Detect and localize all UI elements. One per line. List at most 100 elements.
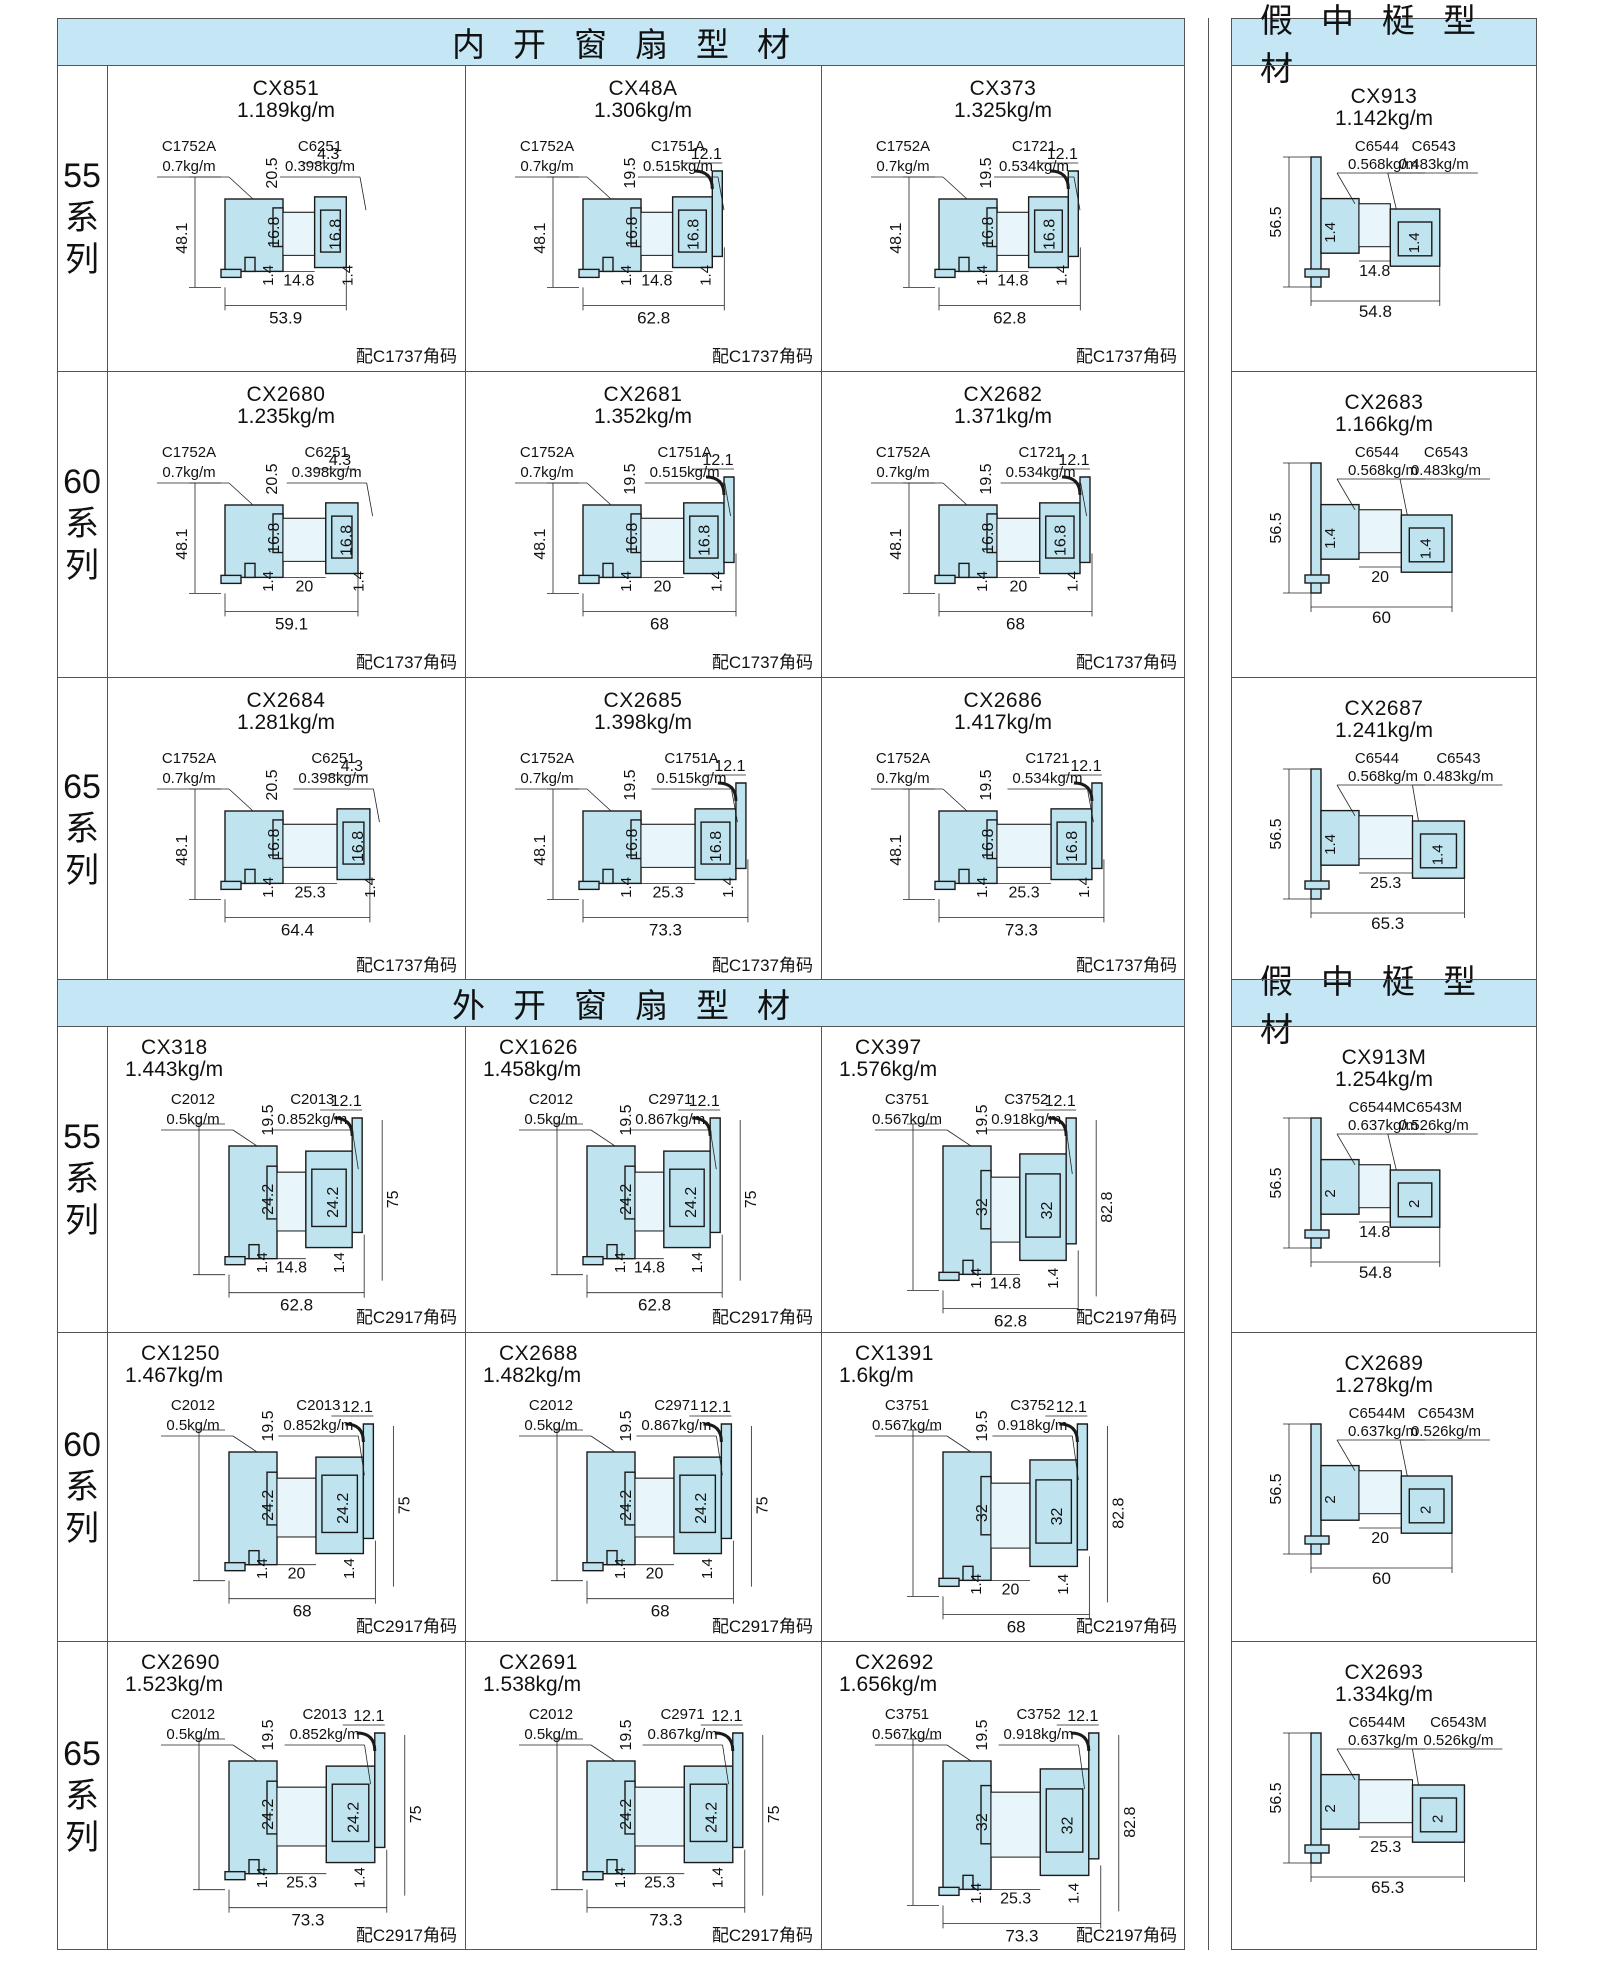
- insulation-cavity: [282, 211, 316, 256]
- right-inner-chamber: [319, 209, 341, 253]
- insulation-cavity: [1358, 1779, 1414, 1824]
- series-char: 系: [65, 505, 99, 543]
- dimension-label: 1.4: [1418, 538, 1435, 559]
- profile-code: CX2689: [1344, 1352, 1424, 1375]
- left-foot: [934, 880, 956, 891]
- profile-code: CX2692: [855, 1651, 934, 1674]
- dimension-label: 12.1: [691, 146, 722, 163]
- part-code: C1752A: [520, 750, 574, 767]
- grid-hline: [57, 1332, 1185, 1333]
- profile-code: CX2686: [963, 689, 1043, 712]
- part-code: C1751A: [651, 138, 705, 155]
- series-number: 65: [63, 1734, 101, 1773]
- left-foot: [1304, 880, 1330, 890]
- dimension-label: 73.3: [291, 1911, 324, 1930]
- inward-mullion-table: [1231, 65, 1537, 980]
- part-weight: 0.7kg/m: [876, 158, 929, 175]
- series-char: 系: [65, 1467, 99, 1506]
- part-weight: 0.568kg/m: [1348, 462, 1418, 479]
- profile-code: CX2690: [141, 1651, 220, 1674]
- dimension-label: 14.8: [634, 1260, 665, 1277]
- dimension-line: [942, 788, 968, 812]
- part-code: C2012: [171, 1091, 215, 1108]
- dimension-line: [731, 788, 738, 823]
- dimension-line: [228, 176, 254, 200]
- insulation-cavity: [640, 517, 685, 562]
- false-mullion-header-bottom: 假中梃型材: [1231, 963, 1537, 1048]
- dimension-label: 73.3: [649, 1911, 682, 1930]
- series-char: 列: [65, 851, 99, 890]
- dimension-label: 54.8: [1359, 1263, 1392, 1282]
- dimension-label: 62.8: [637, 308, 670, 327]
- dimension-label: 16.8: [980, 217, 997, 248]
- dimension-label: 16.8: [266, 523, 283, 554]
- dimension-label: 12.1: [1070, 758, 1101, 775]
- dimension-label: 19.5: [974, 1719, 991, 1750]
- part-code: C1752A: [162, 750, 216, 767]
- dimension-line: [364, 1744, 371, 1785]
- dimension-line: [946, 1435, 972, 1453]
- dimension-label: 1.4: [331, 1252, 348, 1273]
- profile-weight: 1.235kg/m: [236, 405, 336, 428]
- part-weight: 0.483kg/m: [1423, 768, 1493, 785]
- part-weight: 0.526kg/m: [1399, 1117, 1469, 1134]
- left-foot: [1304, 1535, 1330, 1545]
- part-code: C6251: [305, 444, 349, 461]
- dimension-label: 16.8: [624, 829, 641, 860]
- dimension-label: 32: [974, 1813, 991, 1831]
- left-lip: [244, 562, 256, 579]
- series-number: 55: [63, 157, 101, 195]
- right-inner-chamber: [1045, 515, 1075, 559]
- profile-weight: 1.656kg/m: [839, 1673, 938, 1696]
- right-inner-chamber: [331, 515, 353, 559]
- right-inner-chamber: [1408, 527, 1445, 563]
- insulation-cavity: [282, 823, 338, 868]
- dimension-label: 12.1: [331, 1093, 362, 1110]
- part-code: C1752A: [876, 138, 930, 155]
- profile-weight: 1.482kg/m: [483, 1364, 582, 1387]
- dimension-label: 62.8: [638, 1296, 671, 1315]
- profile-code: CX48A: [608, 77, 678, 100]
- dimension-label: 19.5: [974, 1410, 991, 1441]
- dimension-label: 2: [1418, 1506, 1435, 1514]
- dimension-label: 16.8: [339, 525, 356, 556]
- profile-code: CX913M: [1341, 1046, 1427, 1069]
- grid-hline: [57, 677, 1185, 678]
- part-weight: 0.398kg/m: [298, 770, 368, 787]
- dimension-label: 1.4: [698, 265, 715, 286]
- part-weight: 0.526kg/m: [1423, 1732, 1493, 1749]
- inward-header: 内开窗扇型材: [57, 18, 1185, 66]
- bead-hook: [1048, 1116, 1068, 1137]
- insulation-cavity: [990, 1791, 1041, 1858]
- corner-connector-note: 配C2197角码: [1075, 1308, 1177, 1327]
- dimension-label: 25.3: [286, 1875, 317, 1892]
- insulation-cavity: [634, 1477, 675, 1538]
- dimension-line: [942, 176, 968, 200]
- grid-vline: [465, 65, 466, 980]
- dimension-label: 75: [754, 1496, 771, 1514]
- dimension-label: 60: [1372, 1569, 1391, 1588]
- dimension-label: 4.3: [329, 452, 351, 469]
- right-inner-chamber: [689, 515, 719, 559]
- dimension-label: 56.5: [1268, 1782, 1285, 1813]
- insulation-cavity: [1358, 509, 1402, 554]
- bead-hook: [334, 1116, 354, 1137]
- dimension-line: [232, 1129, 258, 1147]
- dimension-label: 73.3: [649, 920, 682, 939]
- part-weight: 0.637kg/m: [1348, 1732, 1418, 1749]
- part-code: C6251: [311, 750, 355, 767]
- part-weight: 0.398kg/m: [292, 464, 362, 481]
- dimension-label: 59.1: [275, 614, 308, 633]
- dimension-line: [1073, 176, 1081, 211]
- dimension-label: 48.1: [174, 223, 191, 254]
